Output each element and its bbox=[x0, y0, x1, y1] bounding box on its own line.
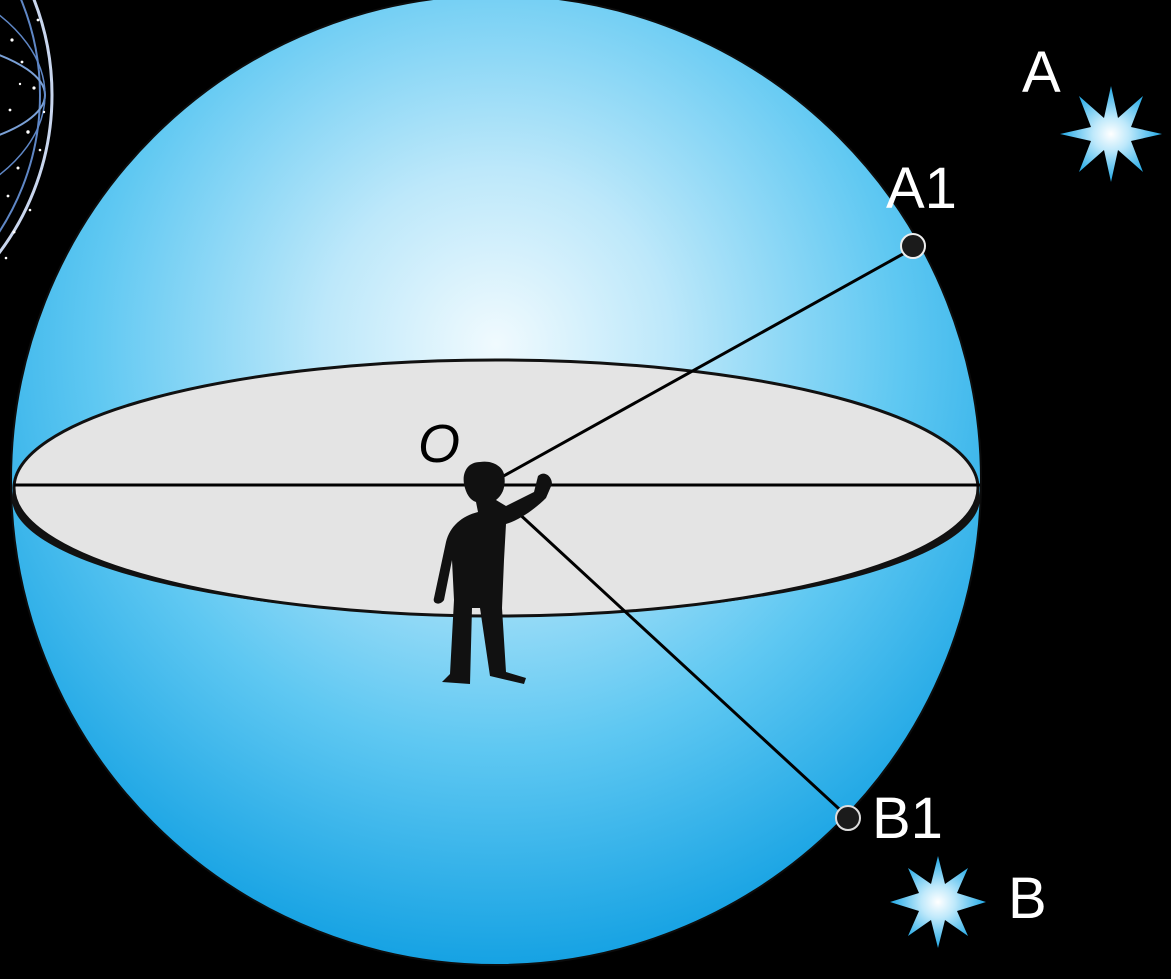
star-burst-icon bbox=[1060, 86, 1162, 182]
celestial-globe-icon bbox=[0, 0, 54, 260]
point-a1-label: A1 bbox=[886, 156, 957, 221]
point-a1 bbox=[900, 233, 926, 259]
star-burst-icon bbox=[890, 856, 986, 948]
center-o-label: O bbox=[418, 414, 460, 474]
line-of-sight-a bbox=[499, 138, 1109, 480]
person-silhouette-icon bbox=[433, 461, 552, 684]
point-b1-label: B1 bbox=[872, 786, 943, 851]
line-of-sight-b bbox=[513, 508, 942, 904]
star-b-label: B bbox=[1008, 866, 1047, 931]
star-a-label: A bbox=[1022, 40, 1061, 105]
point-b1 bbox=[835, 805, 861, 831]
